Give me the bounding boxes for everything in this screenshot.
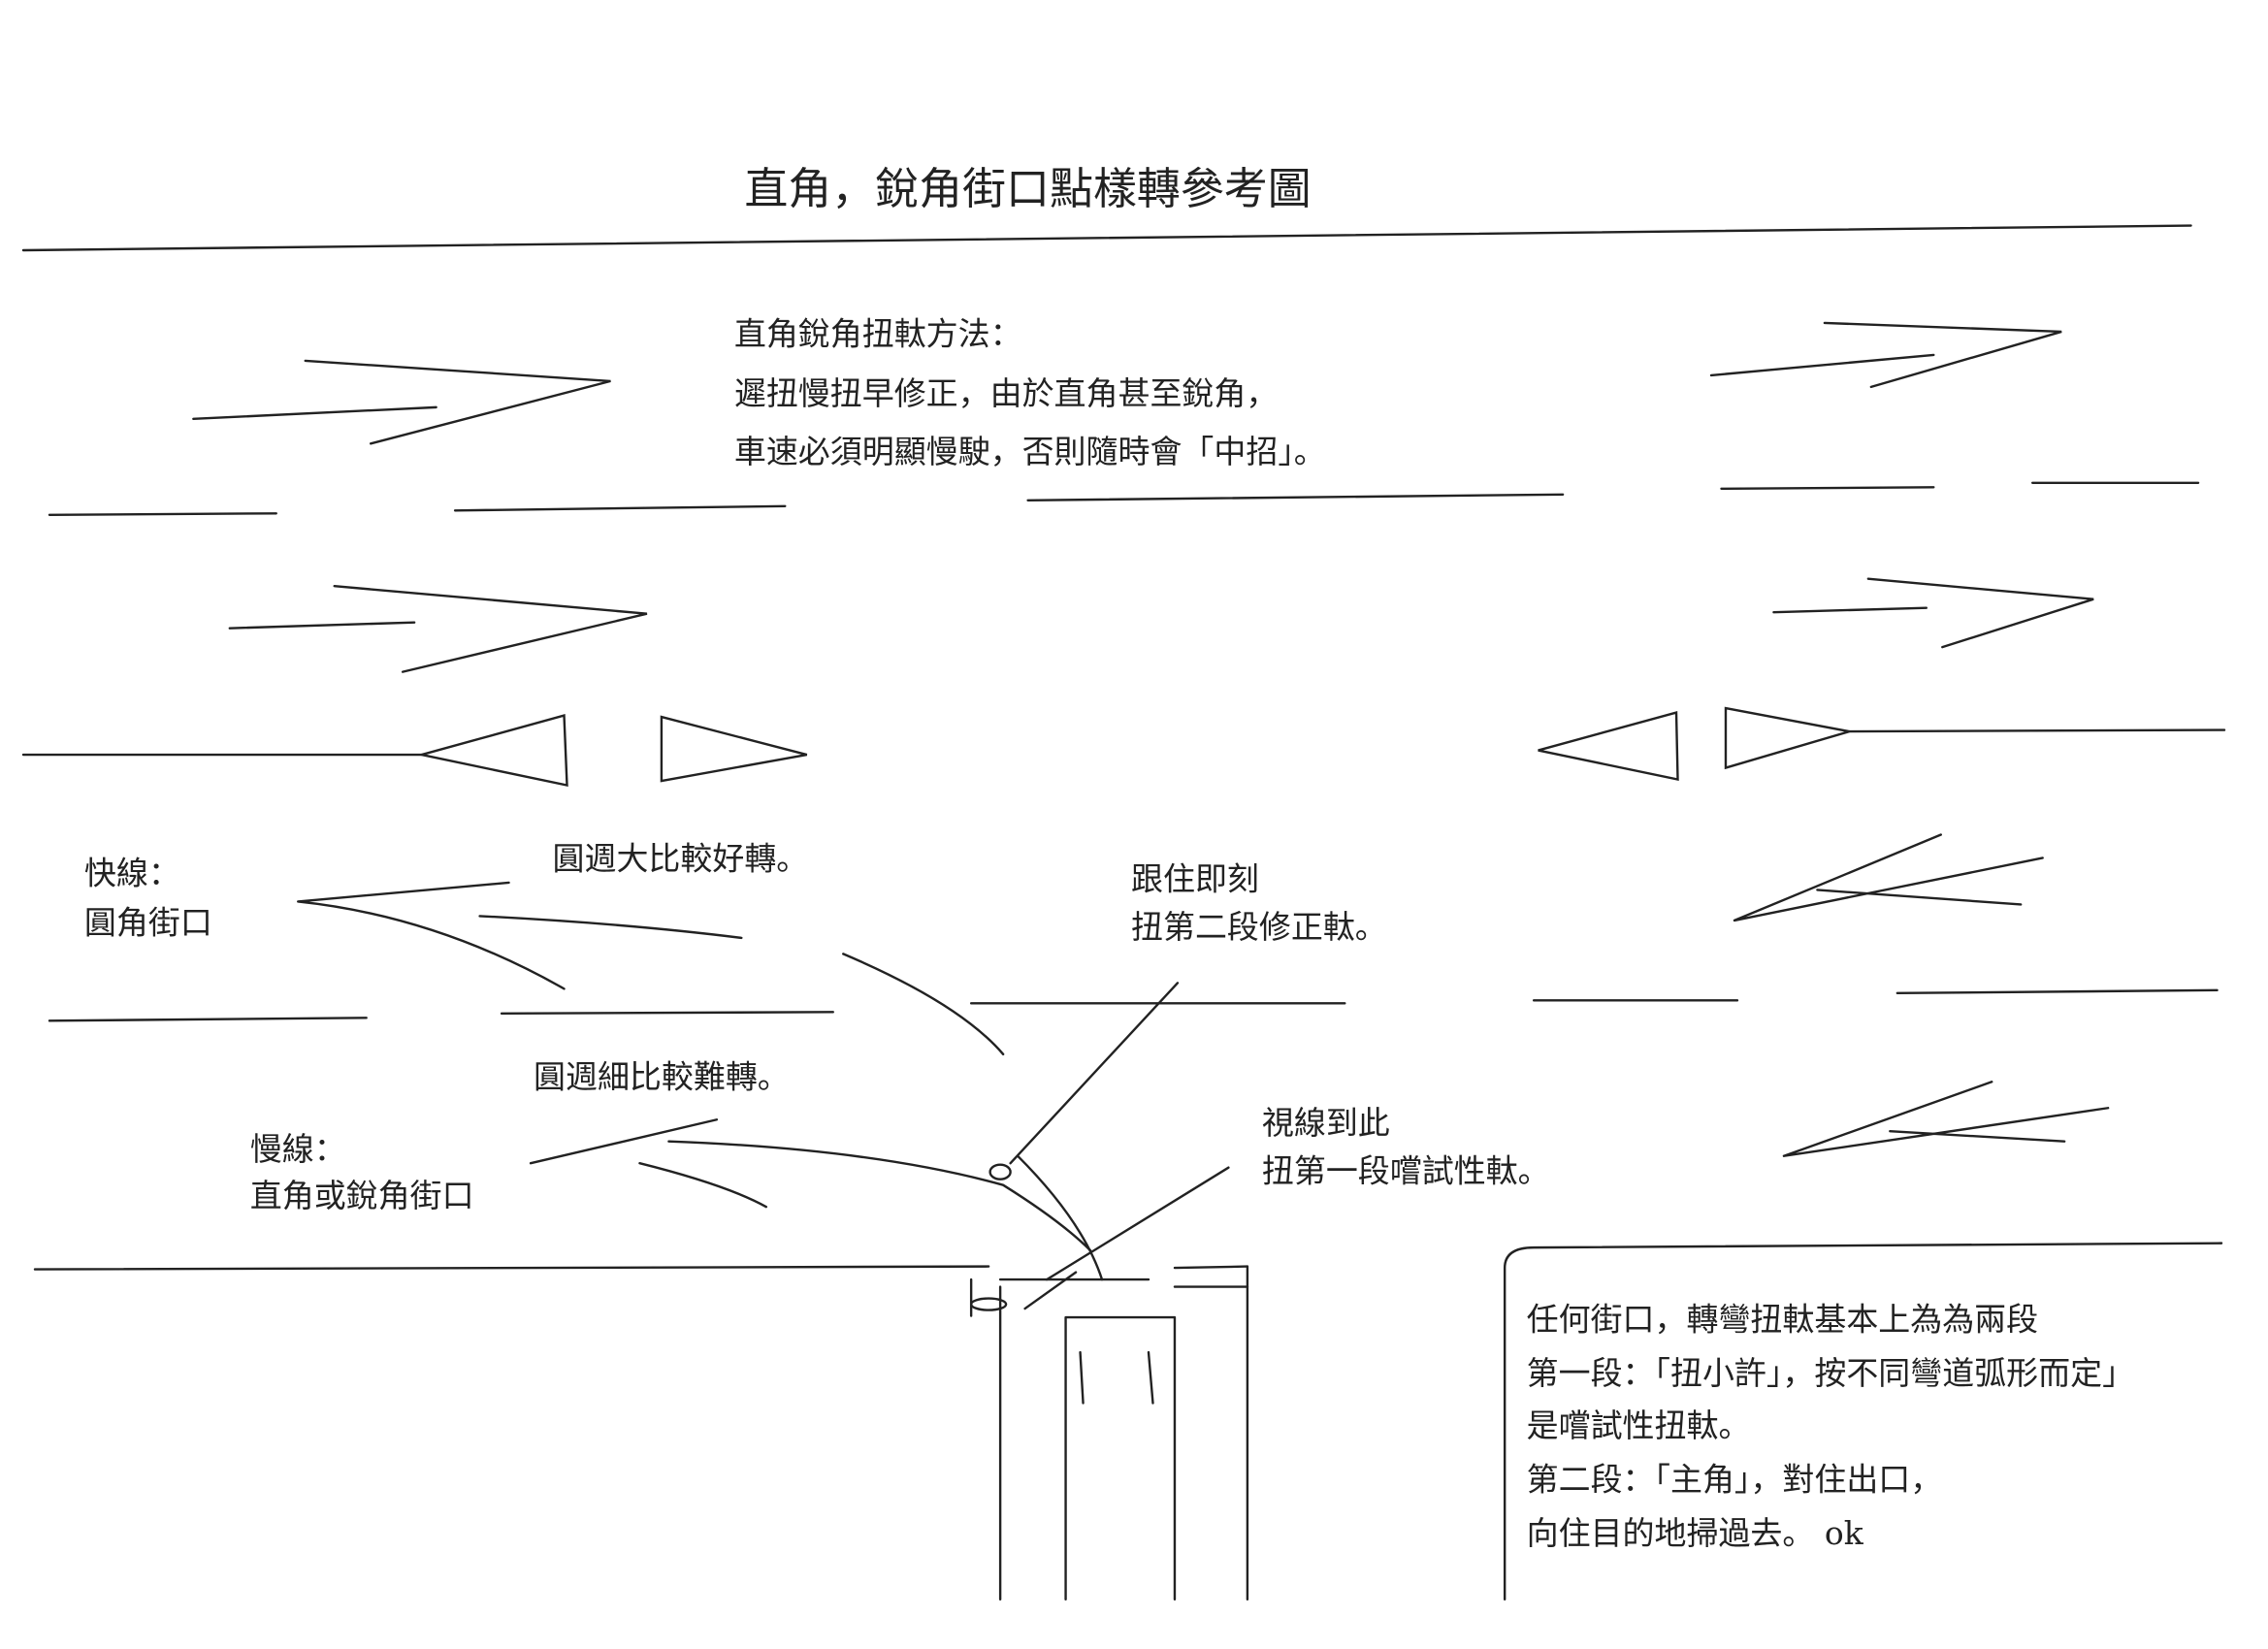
follow-label-2: 扭第二段修正軚。 — [1131, 908, 1387, 946]
side-road — [33, 1265, 1249, 1601]
diagram-title: 直角，銳角街口點樣轉參考圖 — [744, 163, 1311, 214]
fast-lane-desc: 圓角街口 — [84, 903, 212, 941]
turn-paths — [48, 833, 2219, 1310]
note-line: 是嚐試性扭軚。 — [1527, 1406, 1751, 1444]
fast-lane-label: 快線： — [84, 854, 180, 891]
note-line: 第一段：「扭小許」，按不同彎道弧形而定」 — [1527, 1354, 2134, 1392]
small-radius-label: 圓週細比較難轉。 — [534, 1057, 790, 1095]
lane-markings-top — [48, 321, 2200, 673]
notes-box: 任何街口，轉彎扭軚基本上為為兩段 第一段：「扭小許」，按不同彎道弧形而定」 是嚐… — [1503, 1242, 2223, 1601]
method-line-1: 遲扭慢扭早修正，由於直角甚至銳角， — [734, 374, 1278, 412]
centre-line-arrows — [21, 706, 2226, 788]
slow-lane-label: 慢線： — [250, 1130, 346, 1168]
follow-label-1: 跟住即刻 — [1131, 859, 1259, 897]
big-radius-label: 圓週大比較好轉。 — [553, 839, 809, 877]
sight-label-2: 扭第一段嚐試性軚。 — [1262, 1152, 1550, 1190]
note-line: 任何街口，轉彎扭軚基本上為為兩段 — [1527, 1301, 2039, 1339]
note-line: 向住目的地掃過去。 ok — [1527, 1514, 1864, 1552]
sight-label-1: 視線到此 — [1262, 1104, 1390, 1142]
title-underline — [21, 224, 2192, 252]
method-line-2: 車速必須明顯慢駛，否則隨時會「中招」。 — [734, 433, 1326, 470]
slow-lane-desc: 直角或銳角街口 — [250, 1177, 474, 1214]
method-heading: 直角銳角扭軚方法： — [734, 314, 1022, 352]
note-line: 第二段：「主角」，對住出口， — [1527, 1460, 1943, 1498]
